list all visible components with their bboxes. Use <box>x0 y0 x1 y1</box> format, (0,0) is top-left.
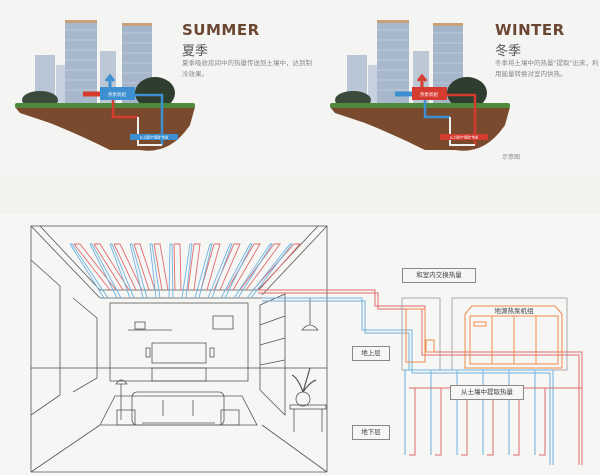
summer-illustration: 从土壤中"提取"热量 热泵机组 <box>15 20 195 151</box>
unit-label: 热泵机组 <box>108 91 126 98</box>
ground-loop-blue <box>456 369 467 455</box>
summer-title-cn: 夏季 <box>182 44 209 59</box>
ceiling-pipe-blue <box>69 243 109 299</box>
ground-loop-blue <box>508 369 519 455</box>
schematic-note: 示意图 <box>502 154 521 161</box>
room-drawing <box>30 225 328 473</box>
system-diagram: 地源热泵机组 <box>30 225 583 473</box>
winter-title: WINTER <box>495 21 565 39</box>
heat-pump-unit <box>100 87 135 100</box>
ground-loops <box>404 369 582 456</box>
ground-loop-red <box>435 387 449 456</box>
ground-loop-red <box>539 387 553 456</box>
ceiling-pipe-red <box>153 243 169 291</box>
ceiling-pipe-blue <box>149 243 161 299</box>
ceiling-pipe-red <box>113 243 143 291</box>
up-arrow-icon <box>104 73 116 87</box>
ceiling-pipe-red <box>187 243 201 291</box>
ceiling-pipe-blue <box>89 243 122 299</box>
indoor-exchange-label: 和室内交换热量 <box>402 268 476 283</box>
soil <box>15 107 195 151</box>
ceiling-pipe-blue <box>109 243 135 299</box>
ground-label: 从土壤中"提取"热量 <box>140 135 169 140</box>
summer-description: 夏季吸收房间中的热量传送到土壤中，达到制冷效果。 <box>182 59 312 78</box>
ceiling-pipe-blue <box>246 243 293 299</box>
ceiling-pipes <box>69 243 302 299</box>
tree <box>447 77 487 109</box>
summer-title: SUMMER <box>182 21 260 39</box>
ceiling-pipe-red <box>173 243 182 291</box>
ceiling-pipe-blue <box>181 243 193 299</box>
winter-illustration: 从土壤中"提取"热量 热泵机组 <box>330 20 510 151</box>
ceiling-pipe-blue <box>220 243 253 299</box>
extract-from-soil-label: 从土壤中提取热量 <box>450 385 524 400</box>
ground-label-bg <box>440 134 488 140</box>
divider-band <box>0 178 600 214</box>
ceiling-pipe-red <box>93 243 130 291</box>
winter-title-cn: 冬季 <box>495 44 522 59</box>
ceiling-pipe-blue <box>168 243 174 299</box>
soil <box>330 107 510 151</box>
above-ground-label: 地上层 <box>352 346 390 361</box>
ground-loop-blue <box>534 369 545 455</box>
winter-description: 冬季将土壤中的热量"提取"出来，利用能量转换对室内供热。 <box>495 59 599 78</box>
ceiling-pipe-blue <box>129 243 148 299</box>
ground-loop-red <box>409 387 423 456</box>
underground-label: 地下层 <box>352 425 390 440</box>
ceiling-pipe-red <box>133 243 156 291</box>
ceiling-pipe-blue <box>207 243 233 299</box>
ground-loop-blue <box>404 369 415 455</box>
heat-pump-unit <box>464 305 563 369</box>
up-arrow-icon <box>416 73 428 87</box>
ceiling-pipe-blue <box>233 243 273 299</box>
heat-pump-unit <box>412 87 447 100</box>
ceiling-pipe-red <box>252 243 302 291</box>
grass <box>15 103 195 108</box>
ceiling-pipe-red <box>73 243 117 291</box>
indoor-exchange-pipes <box>405 308 435 363</box>
ceiling-pipe-blue <box>194 243 213 299</box>
heat-pump-label: 地源热泵机组 <box>495 306 535 315</box>
ground-label: 从土壤中"提取"热量 <box>450 135 479 140</box>
unit-label: 热泵机组 <box>420 91 438 98</box>
ground-label-bg <box>130 134 178 140</box>
tree <box>135 77 175 109</box>
grass <box>330 103 510 108</box>
ground-loop-blue <box>430 369 441 455</box>
ground-loop-blue <box>482 369 493 455</box>
